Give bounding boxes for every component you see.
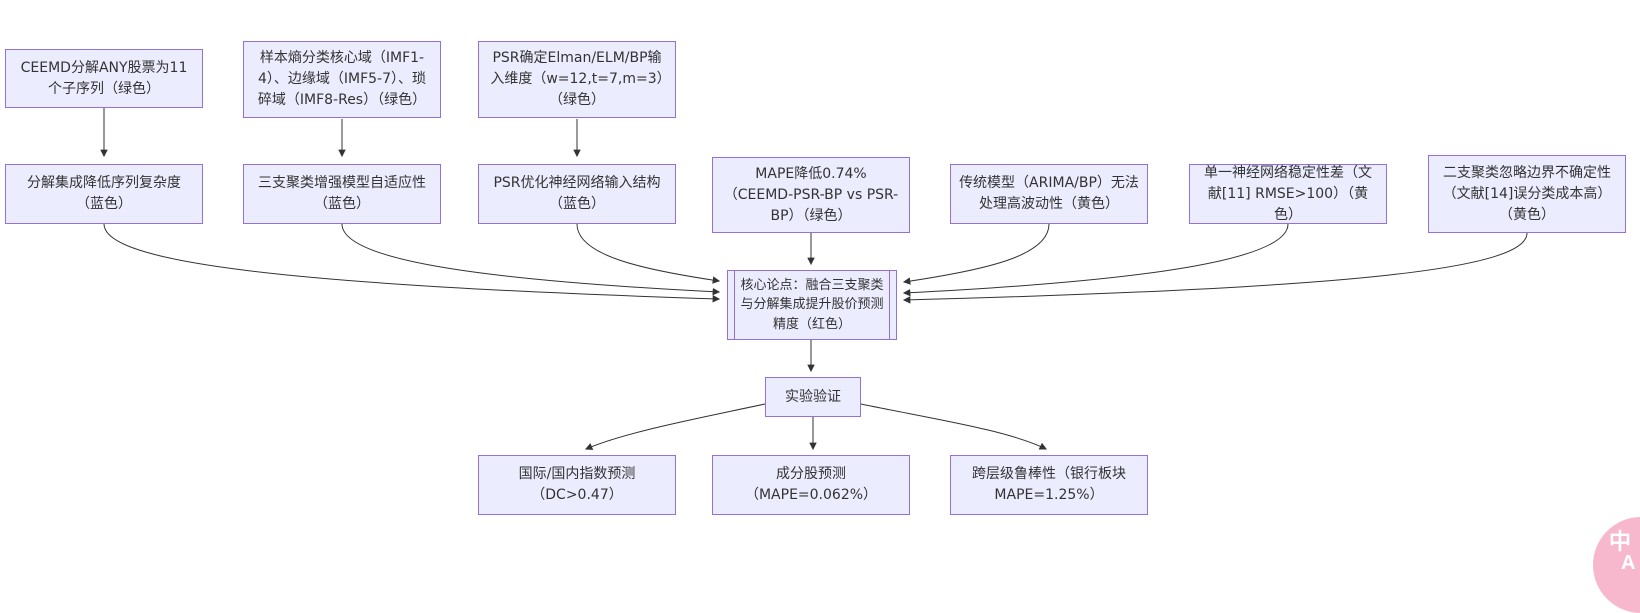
node-core-thesis: 核心论点：融合三支聚类与分解集成提升股价预测精度（红色）	[727, 270, 897, 340]
node-ceemd-decompose: CEEMD分解ANY股票为11个子序列（绿色）	[5, 49, 203, 108]
node-index-prediction: 国际/国内指数预测（DC>0.47）	[478, 455, 676, 515]
node-three-way-clustering: 三支聚类增强模型自适应性（蓝色）	[243, 164, 441, 224]
node-psr-optimization: PSR优化神经网络输入结构（蓝色）	[478, 164, 676, 224]
node-traditional-model-limit: 传统模型（ARIMA/BP）无法处理高波动性（黄色）	[950, 164, 1148, 224]
edge-threeway-to-core	[341, 223, 721, 296]
node-decomposition-ensemble: 分解集成降低序列复杂度（蓝色）	[5, 164, 203, 224]
edge-traditional-to-core	[902, 223, 1050, 285]
edge-psropt-to-core	[576, 223, 721, 284]
node-cross-level-robustness: 跨层级鲁棒性（银行板块MAPE=1.25%）	[950, 455, 1148, 515]
edge-singlenn-to-core	[902, 223, 1289, 297]
node-constituent-stock-prediction: 成分股预测（MAPE=0.062%）	[712, 455, 910, 515]
language-toggle-zh-label: 中	[1609, 529, 1632, 554]
node-single-nn-instability: 单一神经网络稳定性差（文献[11] RMSE>100）（黄色）	[1189, 164, 1387, 224]
node-two-way-clustering-limit: 二支聚类忽略边界不确定性（文献[14]误分类成本高）（黄色）	[1428, 155, 1626, 233]
node-psr-input-dimension: PSR确定Elman/ELM/BP输入维度（w=12,t=7,m=3）（绿色）	[478, 41, 676, 118]
language-toggle-en-label: A	[1621, 552, 1636, 574]
flowchart-canvas: CEEMD分解ANY股票为11个子序列（绿色） 样本熵分类核心域（IMF1-4）…	[5, 41, 1640, 613]
edge-experiment-to-index	[584, 403, 766, 450]
node-mape-reduction: MAPE降低0.74%（CEEMD-PSR-BP vs PSR-BP）（绿色）	[712, 157, 910, 233]
edge-decomp-to-core	[103, 223, 721, 303]
node-experiment-validation: 实验验证	[765, 377, 861, 417]
node-sample-entropy: 样本熵分类核心域（IMF1-4）、边缘域（IMF5-7）、琐碎域（IMF8-Re…	[243, 41, 441, 118]
edge-twoway-to-core	[902, 232, 1528, 304]
flowchart-edges	[100, 108, 1528, 451]
edge-experiment-to-robustness	[860, 403, 1048, 450]
